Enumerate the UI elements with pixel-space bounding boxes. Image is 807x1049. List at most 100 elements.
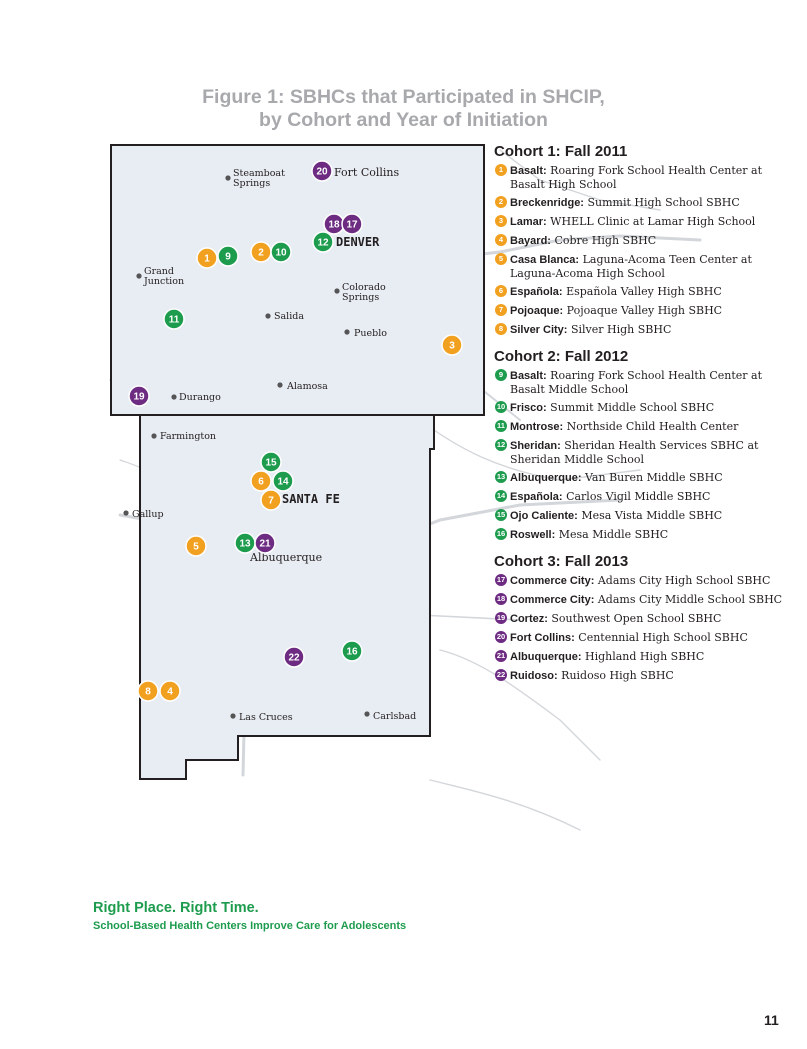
state-outlines	[110, 144, 485, 780]
legend-badge: 12	[495, 439, 507, 451]
legend-desc: Adams City High School SBHC	[594, 574, 771, 587]
footer-subtitle: School-Based Health Centers Improve Care…	[93, 920, 407, 932]
legend-badge: 1	[495, 164, 507, 176]
legend-badge: 5	[495, 253, 507, 265]
legend-heading: Cohort 1: Fall 2011	[494, 143, 628, 160]
svg-text:17: 17	[346, 220, 358, 231]
legend-city: Albuquerque:	[510, 472, 582, 484]
marker-3: 3	[441, 334, 463, 356]
major-city-label: SANTA FE	[282, 492, 340, 506]
marker-16: 16	[341, 640, 363, 662]
svg-text:21: 21	[259, 539, 271, 550]
legend-desc: Española Valley High SBHC	[562, 285, 722, 298]
legend-city: Española:	[510, 286, 563, 298]
marker-14: 14	[272, 470, 294, 492]
legend-city: Lamar:	[510, 216, 547, 228]
legend-city: Commerce City:	[510, 575, 595, 587]
city-label: Gallup	[132, 509, 164, 520]
legend-badge: 3	[495, 215, 507, 227]
marker-13: 13	[234, 532, 256, 554]
svg-text:8: 8	[145, 687, 151, 698]
marker-5: 5	[185, 535, 207, 557]
legend-desc: Centennial High School SBHC	[574, 631, 748, 644]
legend-desc: Laguna-Acoma Teen Center at Laguna-Acoma…	[510, 253, 752, 280]
legend-badge: 8	[495, 323, 507, 335]
city-dot	[151, 433, 157, 439]
major-city-label: Albuquerque	[249, 551, 322, 564]
svg-text:15: 15	[265, 458, 277, 469]
legend-badge: 16	[495, 528, 507, 540]
city-dot	[344, 329, 350, 335]
marker-2: 2	[250, 241, 272, 263]
marker-12: 12	[312, 231, 334, 253]
legend-city: Casa Blanca:	[510, 254, 580, 266]
legend-desc: Cobre High SBHC	[550, 234, 657, 247]
city-dot	[123, 510, 129, 516]
marker-22: 22	[283, 646, 305, 668]
city-dot	[334, 288, 340, 294]
svg-text:19: 19	[133, 392, 145, 403]
legend-badge: 10	[495, 401, 507, 413]
svg-text:16: 16	[346, 647, 358, 658]
svg-text:11: 11	[169, 315, 180, 326]
legend-city: Breckenridge:	[510, 197, 584, 209]
page-number: 11	[764, 1012, 779, 1028]
city-label: Durango	[179, 392, 221, 403]
legend-desc: Southwest Open School SBHC	[547, 612, 722, 625]
city-dot	[171, 394, 177, 400]
legend-badge: 7	[495, 304, 507, 316]
legend-city: Commerce City:	[510, 594, 595, 606]
legend-desc: WHELL Clinic at Lamar High School	[546, 215, 756, 228]
legend-city: Española:	[510, 491, 563, 503]
legend-desc: Summit High School SBHC	[583, 196, 740, 209]
legend-heading: Cohort 3: Fall 2013	[494, 553, 629, 570]
city-dot	[230, 713, 236, 719]
marker-19: 19	[128, 385, 150, 407]
svg-text:7: 7	[268, 496, 274, 507]
legend-heading: Cohort 2: Fall 2012	[494, 348, 629, 365]
footer-tagline: Right Place. Right Time.	[93, 900, 259, 916]
legend-desc: Mesa Middle SBHC	[555, 528, 669, 541]
city-label: Salida	[274, 311, 304, 322]
legend-city: Cortez:	[510, 613, 548, 625]
legend-city: Montrose:	[510, 421, 564, 433]
legend-desc: Ruidoso High SBHC	[557, 669, 674, 682]
marker-8: 8	[137, 680, 159, 702]
legend-city: Ojo Caliente:	[510, 510, 578, 522]
legend-badge: 4	[495, 234, 507, 246]
city-dot	[225, 175, 231, 181]
svg-text:18: 18	[328, 220, 340, 231]
city-label: Carlsbad	[373, 711, 416, 722]
svg-text:9: 9	[225, 252, 231, 263]
city-dot	[265, 313, 271, 319]
legend-desc: Mesa Vista Middle SBHC	[577, 509, 723, 522]
marker-6: 6	[250, 470, 272, 492]
legend-badge: 2	[495, 196, 507, 208]
svg-text:20: 20	[316, 167, 328, 178]
legend-desc: Adams City Middle School SBHC	[594, 593, 783, 606]
legend-desc: Roaring Fork School Health Center at Bas…	[510, 369, 763, 396]
legend-city: Roswell:	[510, 529, 556, 541]
legend-city: Fort Collins:	[510, 632, 575, 644]
figure-title-line2: by Cohort and Year of Initiation	[259, 109, 548, 131]
legend-badge: 17	[495, 574, 507, 586]
